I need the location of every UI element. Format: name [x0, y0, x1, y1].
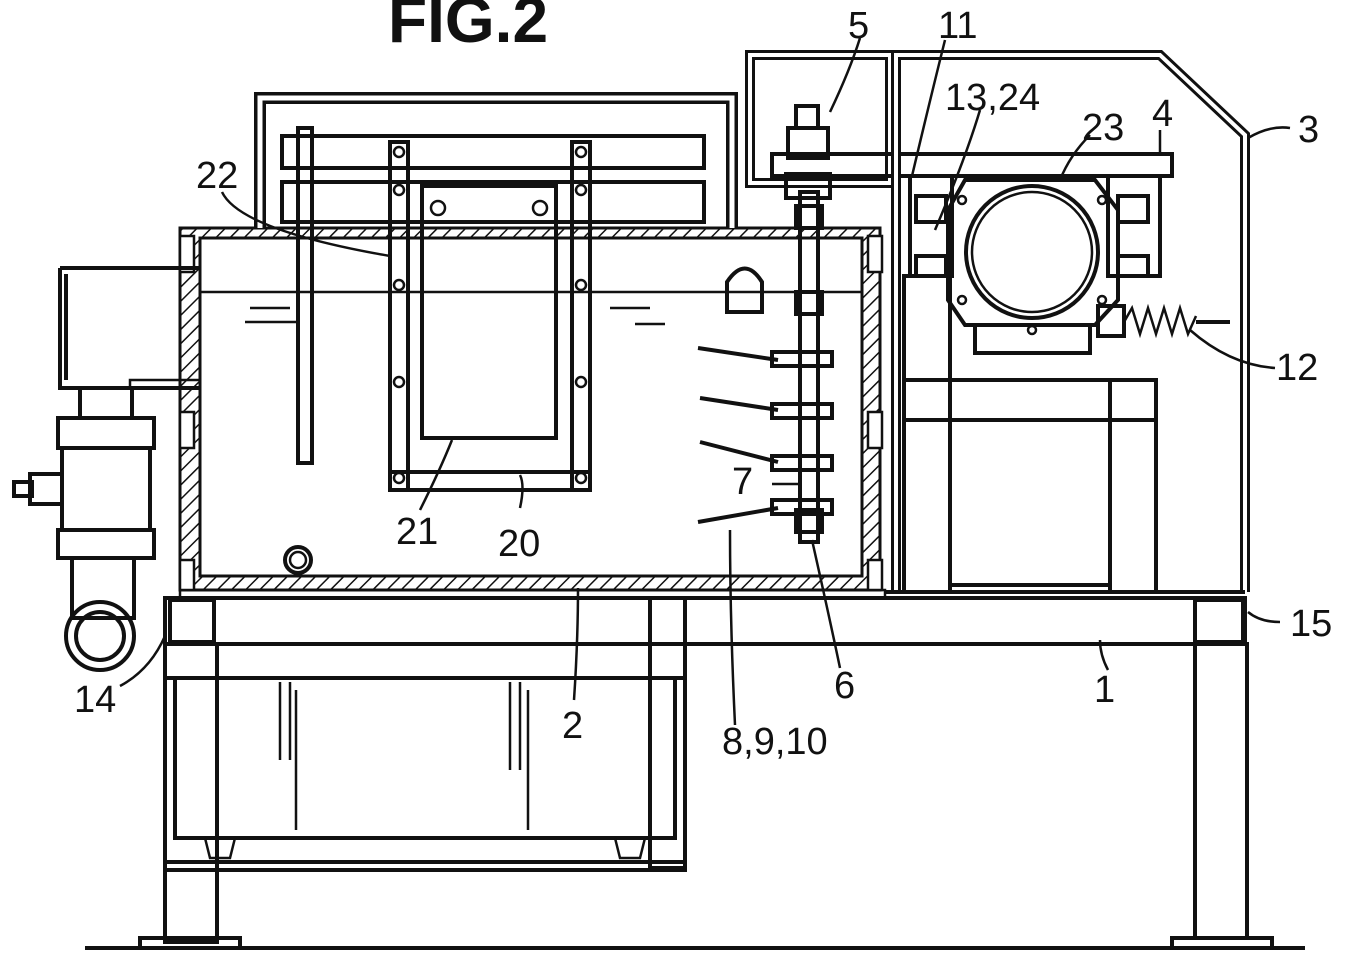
spring-12	[1096, 303, 1230, 339]
label-2: 2	[562, 705, 583, 747]
blades-8-9-10	[697, 346, 779, 524]
leader-lines	[119, 37, 1291, 726]
valve	[12, 386, 156, 672]
motor-23	[946, 178, 1120, 355]
overflow-box	[58, 266, 202, 390]
label-11: 11	[938, 5, 977, 47]
float-cap	[725, 266, 764, 314]
label-21: 21	[396, 511, 438, 553]
work-21	[420, 184, 558, 440]
label-6: 6	[834, 665, 855, 707]
motor-assembly	[902, 174, 1162, 592]
mount-14	[168, 598, 216, 644]
label-3: 3	[1298, 109, 1319, 151]
mount-15	[1193, 598, 1245, 644]
figure-title: FIG.2	[388, 0, 548, 56]
label-8-9-10: 8,9,10	[722, 721, 828, 763]
label-15: 15	[1290, 603, 1332, 645]
tank-cover	[254, 92, 738, 228]
label-14: 14	[74, 679, 116, 721]
label-22: 22	[196, 155, 238, 197]
label-13-24: 13,24	[945, 77, 1040, 119]
label-20: 20	[498, 523, 540, 565]
drain-ring	[283, 545, 313, 575]
holder-20	[388, 140, 592, 492]
label-23: 23	[1082, 107, 1124, 149]
label-4: 4	[1152, 93, 1173, 135]
rod-22	[296, 126, 314, 465]
label-1: 1	[1094, 669, 1115, 711]
upper-box-inner	[748, 53, 892, 185]
label-12: 12	[1276, 347, 1318, 389]
label-5: 5	[848, 5, 869, 47]
label-7: 7	[732, 461, 753, 503]
housing-3	[885, 50, 1250, 594]
plate-4	[770, 152, 1174, 178]
lower-tank	[173, 676, 677, 860]
drain-ring-inner	[288, 550, 308, 570]
